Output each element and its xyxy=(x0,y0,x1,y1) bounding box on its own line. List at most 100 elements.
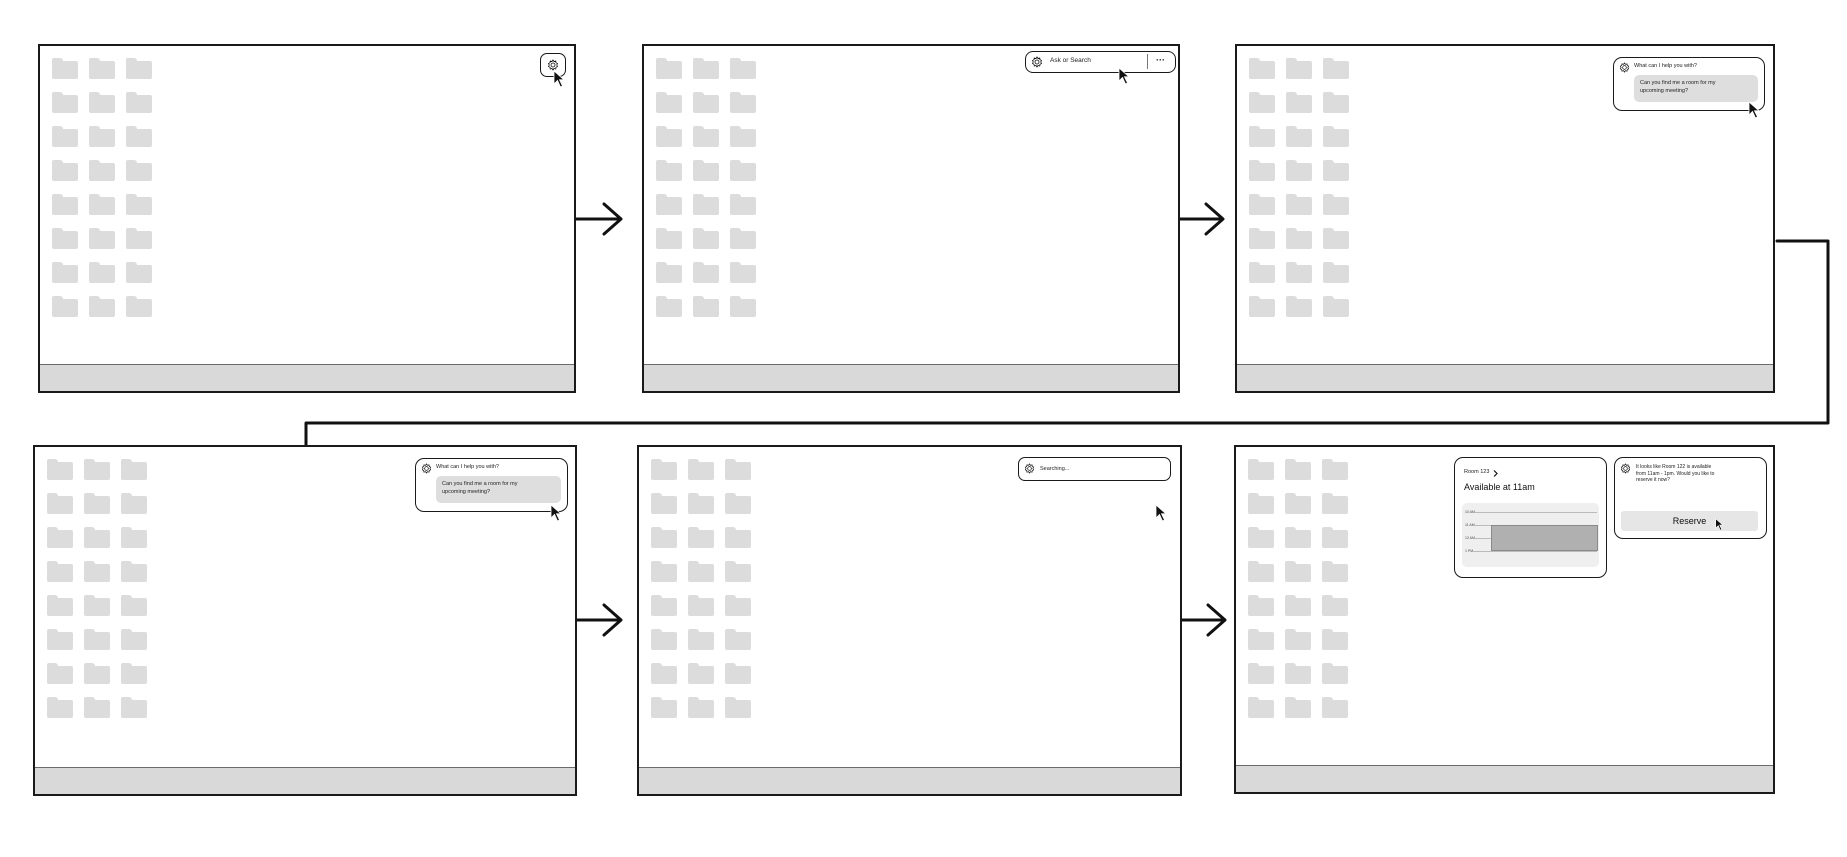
folder-icon[interactable] xyxy=(1323,58,1349,79)
folder-icon[interactable] xyxy=(656,228,682,249)
folder-icon[interactable] xyxy=(47,629,73,650)
folder-icon[interactable] xyxy=(656,296,682,317)
folder-icon[interactable] xyxy=(1285,459,1311,480)
folder-icon[interactable] xyxy=(89,194,115,215)
folder-icon[interactable] xyxy=(84,561,110,582)
folder-icon[interactable] xyxy=(1249,92,1275,113)
folder-icon[interactable] xyxy=(725,629,751,650)
folder-icon[interactable] xyxy=(1249,228,1275,249)
folder-icon[interactable] xyxy=(1286,160,1312,181)
folder-icon[interactable] xyxy=(52,160,78,181)
user-query-bubble[interactable]: Can you find me a room for my upcoming m… xyxy=(436,476,561,503)
assistant-icon-button[interactable] xyxy=(540,53,566,77)
search-input[interactable]: Ask or Search xyxy=(1050,57,1091,64)
folder-icon[interactable] xyxy=(121,459,147,480)
folder-icon[interactable] xyxy=(84,527,110,548)
folder-icon[interactable] xyxy=(1248,629,1274,650)
user-query-bubble[interactable]: Can you find me a room for my upcoming m… xyxy=(1634,75,1758,102)
folder-icon[interactable] xyxy=(126,228,152,249)
folder-icon[interactable] xyxy=(126,58,152,79)
folder-icon[interactable] xyxy=(730,126,756,147)
folder-icon[interactable] xyxy=(52,92,78,113)
folder-icon[interactable] xyxy=(47,527,73,548)
folder-icon[interactable] xyxy=(1285,527,1311,548)
reserve-button[interactable]: Reserve xyxy=(1621,511,1758,531)
folder-icon[interactable] xyxy=(1248,561,1274,582)
folder-icon[interactable] xyxy=(89,58,115,79)
folder-icon[interactable] xyxy=(89,92,115,113)
folder-icon[interactable] xyxy=(693,92,719,113)
folder-icon[interactable] xyxy=(1286,126,1312,147)
folder-icon[interactable] xyxy=(725,493,751,514)
folder-icon[interactable] xyxy=(52,126,78,147)
folder-icon[interactable] xyxy=(725,527,751,548)
folder-icon[interactable] xyxy=(52,194,78,215)
folder-icon[interactable] xyxy=(1248,595,1274,616)
folder-icon[interactable] xyxy=(730,58,756,79)
folder-icon[interactable] xyxy=(693,296,719,317)
folder-icon[interactable] xyxy=(656,262,682,283)
folder-icon[interactable] xyxy=(1249,160,1275,181)
folder-icon[interactable] xyxy=(52,296,78,317)
folder-icon[interactable] xyxy=(47,595,73,616)
folder-icon[interactable] xyxy=(651,629,677,650)
folder-icon[interactable] xyxy=(651,595,677,616)
folder-icon[interactable] xyxy=(725,459,751,480)
folder-icon[interactable] xyxy=(1286,92,1312,113)
folder-icon[interactable] xyxy=(688,527,714,548)
folder-icon[interactable] xyxy=(126,296,152,317)
folder-icon[interactable] xyxy=(688,629,714,650)
folder-icon[interactable] xyxy=(1323,160,1349,181)
folder-icon[interactable] xyxy=(651,561,677,582)
folder-icon[interactable] xyxy=(651,697,677,718)
folder-icon[interactable] xyxy=(688,459,714,480)
folder-icon[interactable] xyxy=(52,262,78,283)
folder-icon[interactable] xyxy=(1249,296,1275,317)
folder-icon[interactable] xyxy=(1322,663,1348,684)
folder-icon[interactable] xyxy=(1323,228,1349,249)
folder-icon[interactable] xyxy=(1322,595,1348,616)
folder-icon[interactable] xyxy=(730,228,756,249)
folder-icon[interactable] xyxy=(651,459,677,480)
folder-icon[interactable] xyxy=(688,561,714,582)
folder-icon[interactable] xyxy=(121,493,147,514)
folder-icon[interactable] xyxy=(121,595,147,616)
folder-icon[interactable] xyxy=(126,160,152,181)
folder-icon[interactable] xyxy=(1323,262,1349,283)
folder-icon[interactable] xyxy=(89,262,115,283)
folder-icon[interactable] xyxy=(1285,561,1311,582)
folder-icon[interactable] xyxy=(1323,296,1349,317)
folder-icon[interactable] xyxy=(1285,629,1311,650)
search-bar[interactable]: Ask or Search ··· xyxy=(1025,51,1176,73)
folder-icon[interactable] xyxy=(693,126,719,147)
folder-icon[interactable] xyxy=(1248,527,1274,548)
folder-icon[interactable] xyxy=(52,228,78,249)
folder-icon[interactable] xyxy=(121,697,147,718)
folder-icon[interactable] xyxy=(1322,459,1348,480)
folder-icon[interactable] xyxy=(656,194,682,215)
folder-icon[interactable] xyxy=(730,160,756,181)
folder-icon[interactable] xyxy=(84,663,110,684)
folder-icon[interactable] xyxy=(1248,697,1274,718)
folder-icon[interactable] xyxy=(1285,493,1311,514)
folder-icon[interactable] xyxy=(1285,697,1311,718)
folder-icon[interactable] xyxy=(1285,663,1311,684)
folder-icon[interactable] xyxy=(1286,228,1312,249)
more-options-button[interactable]: ··· xyxy=(1156,55,1165,65)
folder-icon[interactable] xyxy=(1286,262,1312,283)
folder-icon[interactable] xyxy=(1322,629,1348,650)
folder-icon[interactable] xyxy=(126,262,152,283)
folder-icon[interactable] xyxy=(126,126,152,147)
folder-icon[interactable] xyxy=(47,561,73,582)
folder-icon[interactable] xyxy=(1286,58,1312,79)
folder-icon[interactable] xyxy=(656,126,682,147)
folder-icon[interactable] xyxy=(693,262,719,283)
folder-icon[interactable] xyxy=(47,459,73,480)
folder-icon[interactable] xyxy=(656,160,682,181)
folder-icon[interactable] xyxy=(89,126,115,147)
folder-icon[interactable] xyxy=(47,493,73,514)
folder-icon[interactable] xyxy=(1323,126,1349,147)
folder-icon[interactable] xyxy=(688,697,714,718)
folder-icon[interactable] xyxy=(1249,194,1275,215)
folder-icon[interactable] xyxy=(126,194,152,215)
